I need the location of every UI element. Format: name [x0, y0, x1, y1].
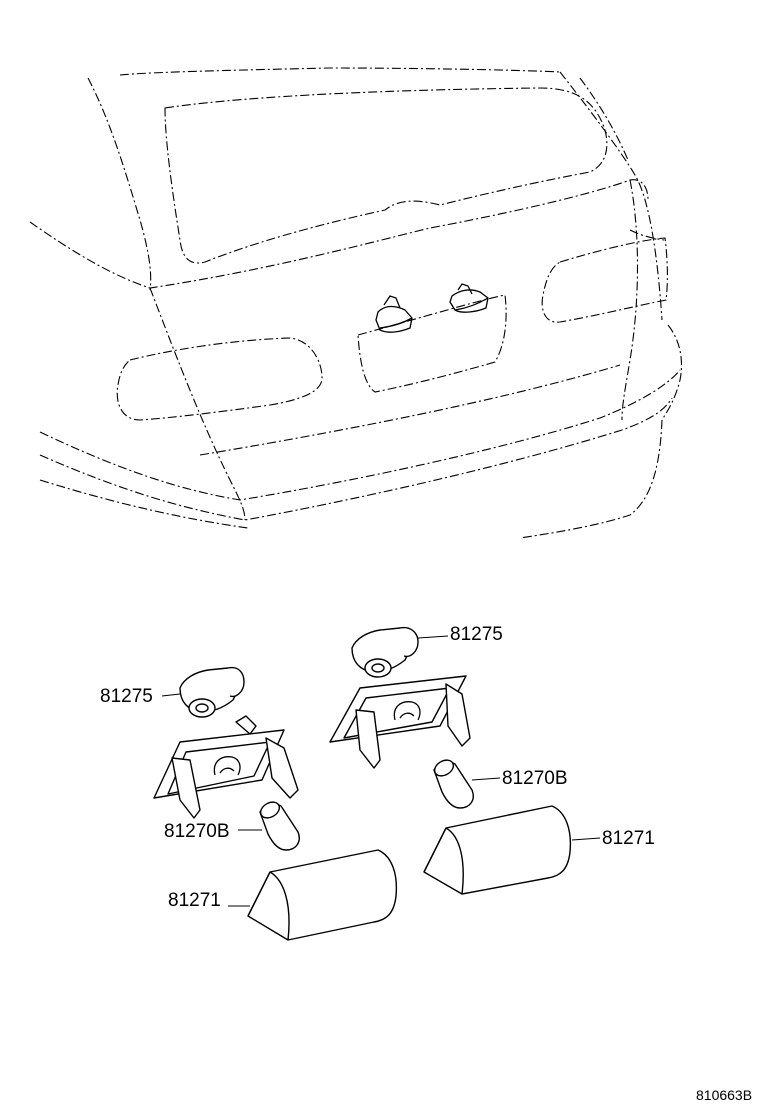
figure-id: 810663B: [696, 1087, 752, 1103]
callout-lens-right: 81271: [602, 828, 655, 849]
housing-left: [153, 715, 299, 819]
socket-left: [179, 666, 245, 718]
housing-right: [329, 675, 471, 769]
callout-bulb-right: 81270B: [502, 768, 568, 789]
socket-right: [351, 626, 419, 678]
car-rear-outline: [29, 67, 683, 539]
lens-right: [423, 805, 572, 895]
bulb-right: [433, 759, 474, 809]
lens-left: [247, 849, 398, 941]
bulb-left: [259, 801, 300, 851]
leader-lines: [161, 635, 601, 907]
callout-bulb-left: 81270B: [164, 821, 230, 842]
callout-socket-right: 81275: [450, 624, 503, 645]
callout-lens-left: 81271: [168, 890, 221, 911]
callout-socket-left: 81275: [100, 686, 153, 707]
